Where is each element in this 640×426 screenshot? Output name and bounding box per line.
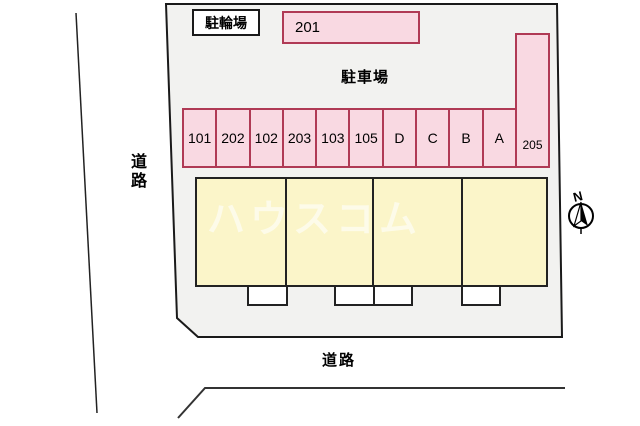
parking-space-201-label: 201: [295, 19, 321, 36]
road-label-bottom: 道路: [322, 352, 357, 369]
parking-stall: 105: [350, 110, 384, 166]
parking-stall: D: [384, 110, 418, 166]
parking-space-201: 201: [282, 11, 420, 44]
parking-stall: B: [450, 110, 484, 166]
parking-stall: 103: [317, 110, 351, 166]
parking-space-205: 205: [515, 33, 550, 168]
road-edge-left: [75, 12, 98, 414]
compass-north-label: N: [571, 188, 584, 205]
parking-space-205-label: 205: [522, 138, 543, 152]
building-outline: [195, 177, 548, 287]
building-porch: [461, 285, 501, 306]
parking-stall: A: [494, 130, 504, 146]
parking-stall: 101: [184, 110, 218, 166]
parking-stall: 102: [251, 110, 284, 166]
building-unit-divider: [285, 179, 287, 285]
building-porch: [334, 285, 375, 306]
parking-stall: 202: [217, 110, 251, 166]
building-porch: [373, 285, 413, 306]
compass: N: [568, 188, 594, 234]
parking-stall: C: [417, 110, 451, 166]
bicycle-parking-box: 駐輪場: [192, 9, 260, 36]
compass-needle-east: [581, 202, 588, 226]
parking-stall: 203: [284, 110, 318, 166]
road-edge-bottom: [177, 387, 565, 419]
road-label-left: 道路: [128, 153, 145, 191]
bicycle-parking-label: 駐輪場: [205, 14, 247, 31]
building-porch: [247, 285, 288, 306]
parking-lot-label: 駐車場: [341, 69, 390, 86]
building-unit-divider: [372, 179, 374, 285]
building-unit-divider: [461, 179, 463, 285]
